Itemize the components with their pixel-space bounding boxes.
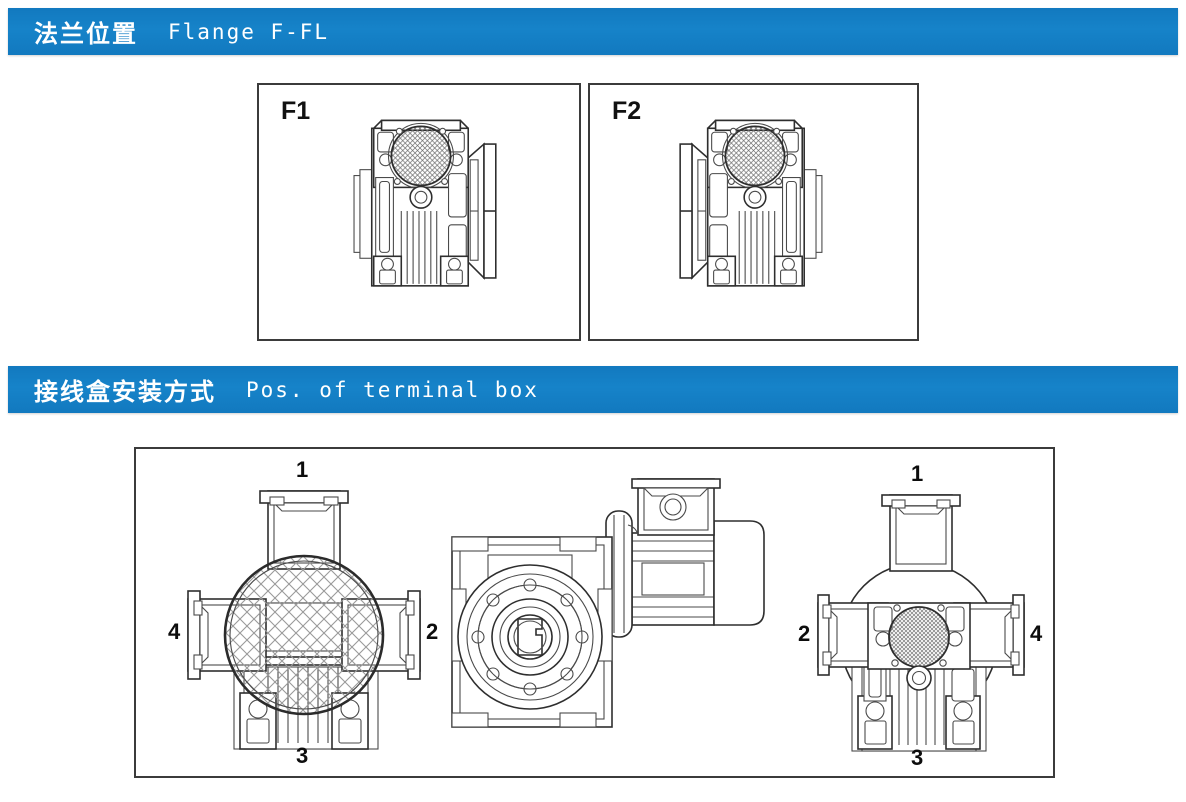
terminal-figure-center xyxy=(446,459,776,759)
gearbox-front-hatched-drawing xyxy=(187,490,421,750)
section-header-flange: 法兰位置 Flange F-FL xyxy=(8,8,1178,55)
section-title-english: Pos. of terminal box xyxy=(246,377,539,402)
terminal-figure-right: 1 2 3 4 xyxy=(786,451,1056,778)
gearbox-motor-assembly-drawing xyxy=(451,478,765,728)
callout-number-4: 4 xyxy=(1030,621,1043,646)
flange-label-f1: F1 xyxy=(281,97,311,125)
callout-number-1: 1 xyxy=(296,457,309,482)
gearbox-flange-left-drawing xyxy=(679,119,823,287)
callout-number-3: 3 xyxy=(911,745,924,770)
section-title-chinese: 接线盒安装方式 xyxy=(34,379,216,406)
gearbox-flange-right-drawing xyxy=(353,119,497,287)
section-title-english: Flange F-FL xyxy=(168,19,330,44)
callout-number-4: 4 xyxy=(168,619,181,644)
terminal-figure-left: 1 2 3 4 xyxy=(156,451,456,778)
callout-number-3: 3 xyxy=(296,743,309,768)
flange-label-f2: F2 xyxy=(612,97,642,125)
callout-number-1: 1 xyxy=(911,461,924,486)
gearbox-front-plain-drawing xyxy=(817,494,1025,752)
section-title-chinese: 法兰位置 xyxy=(34,21,138,48)
terminal-box-diagram-panel: 1 2 3 4 xyxy=(134,447,1055,778)
section-header-terminal-box: 接线盒安装方式 Pos. of terminal box xyxy=(8,366,1178,413)
callout-number-2: 2 xyxy=(798,621,811,646)
flange-diagram-f2: F2 xyxy=(588,83,919,341)
flange-diagram-f1: F1 xyxy=(257,83,581,341)
callout-number-2: 2 xyxy=(426,619,439,644)
